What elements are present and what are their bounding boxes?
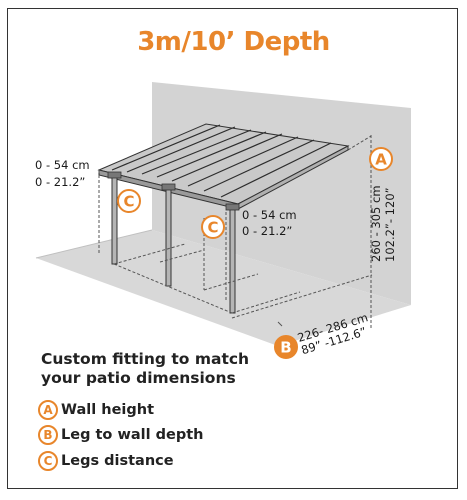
legend-label-wall-height: Wall height <box>61 401 155 418</box>
svg-text:A: A <box>375 151 387 169</box>
legend-item-legs-distance: C Legs distance <box>38 448 203 473</box>
depth-dim-tick <box>277 321 283 327</box>
wall-top-dash <box>347 135 372 151</box>
leg-middle <box>165 185 172 287</box>
svg-text:B: B <box>280 339 291 357</box>
depth-dim-line <box>231 274 373 319</box>
leg-left <box>111 173 118 265</box>
leg-extension-in: 0 - 21.2” <box>242 224 292 238</box>
wall-height-cm: 260 - 305 cm <box>369 185 383 262</box>
svg-text:C: C <box>123 193 134 211</box>
wall-height-label-group: 260 - 305 cm 102.2”- 120” <box>369 185 397 262</box>
leg-right <box>229 205 236 314</box>
badge-b: B <box>274 335 298 359</box>
wall-height-in: 102.2”- 120” <box>383 187 397 262</box>
legend-label-leg-to-wall-depth: Leg to wall depth <box>61 427 204 443</box>
diagram-title: 3m/10’ Depth <box>137 27 330 57</box>
svg-text:C: C <box>207 219 218 237</box>
badge-a: A <box>369 147 393 171</box>
legend: A Wall height B Leg to wall depth C Legs… <box>38 397 203 474</box>
caption-line-1: Custom fitting to match <box>41 350 250 368</box>
floor-edge-left <box>35 229 153 259</box>
legend-badge-c: C <box>38 450 58 471</box>
caption-line-2: your patio dimensions <box>41 369 236 387</box>
floor <box>36 230 411 346</box>
legend-item-wall-height: A Wall height <box>38 397 203 422</box>
leg-extension-cm: 0 - 54 cm <box>242 208 297 222</box>
ground-dashed-lines <box>113 243 301 314</box>
leg-brackets <box>107 171 240 211</box>
badge-c-left: C <box>117 189 141 213</box>
legend-label-legs-distance: Legs distance <box>61 452 174 469</box>
gutter-height-cm: 0 - 54 cm <box>35 158 90 172</box>
legend-badge-a: A <box>38 399 58 420</box>
roof-panel-lines <box>111 124 332 198</box>
legend-badge-b: B <box>38 425 58 445</box>
badge-c-right: C <box>201 215 225 239</box>
legend-item-leg-to-wall-depth: B Leg to wall depth <box>38 423 203 448</box>
caption: Custom fitting to match your patio dimen… <box>41 350 249 388</box>
gutter-height-in: 0 - 21.2” <box>35 175 85 189</box>
